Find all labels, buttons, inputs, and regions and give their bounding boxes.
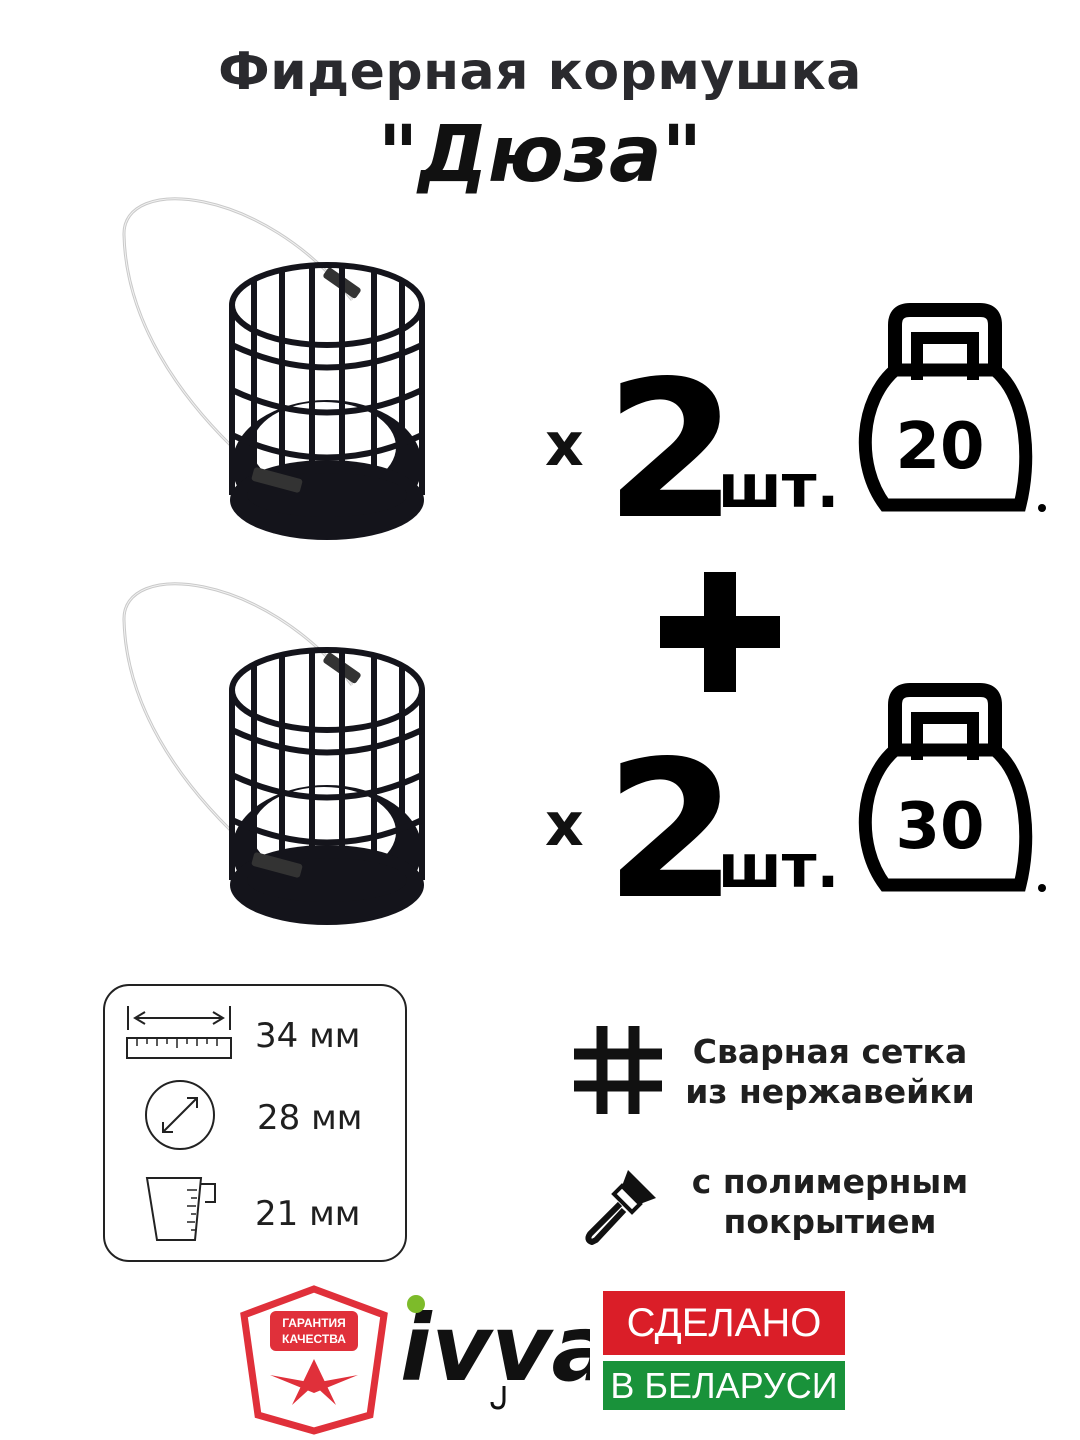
- quality-badge-text: ГАРАНТИЯ: [282, 1316, 346, 1330]
- diameter-icon: [145, 1080, 215, 1150]
- made-in-bottom-label: В БЕЛАРУСИ: [603, 1361, 845, 1410]
- feature-coating-line1: с полимерным: [691, 1162, 969, 1201]
- multiplier-sign-1: x: [545, 410, 584, 480]
- svg-text:КАЧЕСТВА: КАЧЕСТВА: [282, 1332, 346, 1346]
- measuring-cup-icon: [145, 1177, 216, 1241]
- paint-brush-icon: [585, 1170, 656, 1245]
- multiplier-sign-2: x: [545, 790, 584, 860]
- kettlebell-icon: [858, 683, 1033, 892]
- period-mark: [1038, 884, 1046, 892]
- quantity-1: 2: [605, 340, 738, 561]
- plus-icon: [660, 572, 780, 692]
- feature-coating: с полимерным покрытием: [660, 1162, 1000, 1243]
- grid-hash-icon: [574, 1026, 662, 1114]
- feature-coating-line2: покрытием: [723, 1202, 937, 1242]
- spec-diameter-value: 28 мм: [257, 1098, 363, 1138]
- period-mark: [1038, 504, 1046, 512]
- product-model-name: "Дюза": [377, 110, 703, 200]
- weight-value-2: 30: [895, 790, 985, 864]
- made-in-belarus-badge: СДЕЛАНО В БЕЛАРУСИ: [603, 1291, 845, 1410]
- product-title: Фидерная кормушка: [218, 42, 862, 102]
- unit-label-2: шт.: [718, 832, 840, 902]
- feature-mesh-line2: из нержавейки: [685, 1072, 975, 1112]
- ruler-icon: [126, 1006, 232, 1059]
- kettlebell-icon: [858, 303, 1033, 512]
- specs-panel: 34 мм 28 мм 21 мм: [103, 984, 407, 1262]
- spec-volume-value: 21 мм: [255, 1194, 361, 1234]
- weight-value-1: 20: [895, 410, 985, 484]
- feature-mesh: Сварная сетка из нержавейки: [660, 1032, 1000, 1113]
- brand-wordmark: ivva: [400, 1295, 590, 1402]
- brand-logo: ivva: [400, 1295, 590, 1410]
- spec-length-value: 34 мм: [255, 1016, 361, 1056]
- quality-guarantee-badge: ГАРАНТИЯ КАЧЕСТВА: [240, 1285, 388, 1435]
- feature-mesh-line1: Сварная сетка: [692, 1032, 968, 1071]
- feeder-image-2: [122, 582, 425, 925]
- unit-label-1: шт.: [718, 452, 840, 522]
- feeder-image-1: [122, 197, 425, 540]
- made-in-top-label: СДЕЛАНО: [603, 1291, 845, 1355]
- quantity-2: 2: [605, 720, 738, 941]
